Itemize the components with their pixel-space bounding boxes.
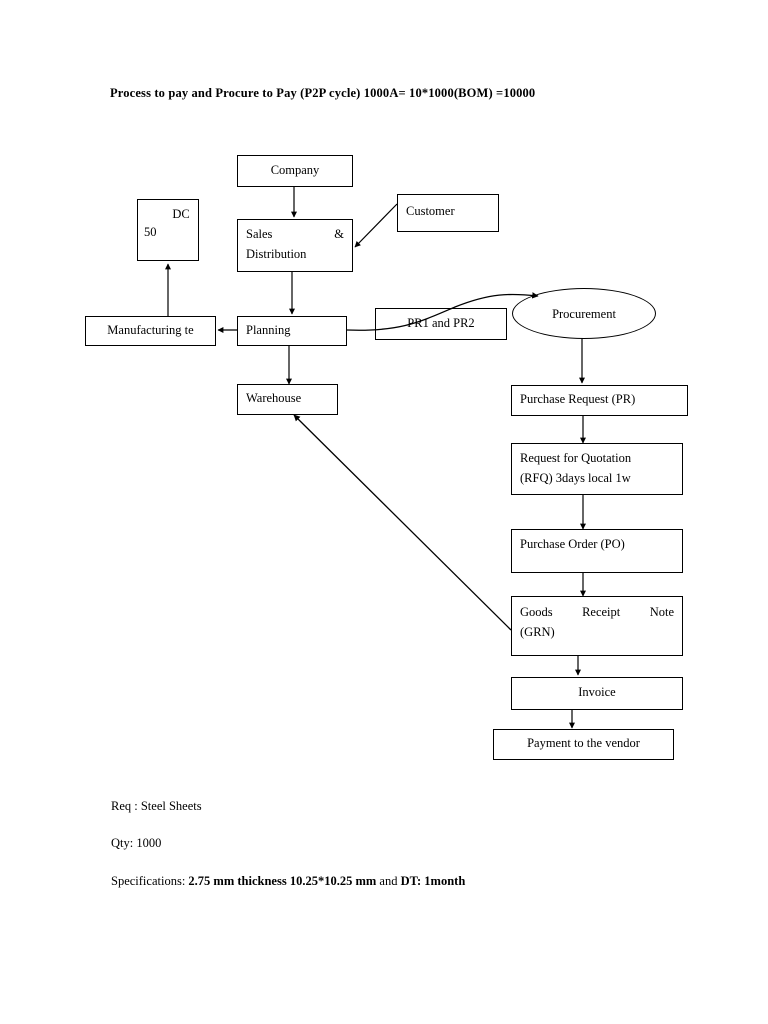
footer-requirement: Req : Steel Sheets <box>111 799 202 813</box>
node-customer-label: Customer <box>406 204 455 218</box>
node-rfq-label-line1: Request for Quotation <box>520 451 632 465</box>
node-pr1-pr2-label: PR1 and PR2 <box>407 316 475 330</box>
node-sales-label-ampersand: & <box>334 227 344 241</box>
node-pr1-pr2[interactable]: PR1 and PR2 <box>375 308 507 340</box>
page-title: Process to pay and Procure to Pay (P2P c… <box>110 86 536 100</box>
node-rfq[interactable]: Request for Quotation (RFQ) 3days local … <box>511 443 683 495</box>
node-company[interactable]: Company <box>237 155 353 187</box>
footer-specifications: Specifications: 2.75 mm thickness 10.25*… <box>111 872 465 890</box>
node-payment[interactable]: Payment to the vendor <box>493 729 674 760</box>
footer-spec-mid: and <box>376 874 401 888</box>
node-dc-label-line2: 50 <box>144 225 157 239</box>
node-dc[interactable]: DC 50 <box>137 199 199 261</box>
node-sales-label-line1: Sales <box>246 227 273 241</box>
node-invoice[interactable]: Invoice <box>511 677 683 710</box>
node-warehouse-label: Warehouse <box>246 391 302 405</box>
node-company-label: Company <box>270 163 320 177</box>
node-invoice-label: Invoice <box>578 685 616 699</box>
node-planning[interactable]: Planning <box>237 316 347 346</box>
footer-spec-bold-2: DT: 1month <box>400 874 466 888</box>
node-manufacturing[interactable]: Manufacturing te <box>85 316 216 346</box>
node-grn-label-goods: Goods <box>520 605 553 619</box>
node-procurement-label: Procurement <box>552 307 616 321</box>
footer-spec-prefix: Specifications: <box>111 874 189 888</box>
node-grn-label-line2: (GRN) <box>520 625 555 639</box>
node-dc-label-line1: DC <box>172 207 190 221</box>
edge-grn-to-warehouse <box>293 414 512 631</box>
node-warehouse[interactable]: Warehouse <box>237 384 338 415</box>
node-rfq-label-line2: (RFQ) 3days local 1w <box>520 471 631 485</box>
node-manufacturing-label: Manufacturing te <box>107 323 194 337</box>
edge-customer-to-sales <box>354 203 398 248</box>
node-grn-label-note: Note <box>649 605 674 619</box>
node-purchase-request[interactable]: Purchase Request (PR) <box>511 385 688 416</box>
node-sales-distribution[interactable]: Sales & Distribution <box>237 219 353 272</box>
node-payment-label: Payment to the vendor <box>527 736 640 750</box>
node-grn-label-receipt: Receipt <box>582 605 621 619</box>
node-procurement[interactable]: Procurement <box>512 288 656 339</box>
node-grn[interactable]: Goods Receipt Note (GRN) <box>511 596 683 656</box>
node-sales-label-line2: Distribution <box>246 247 307 261</box>
node-purchase-order-label: Purchase Order (PO) <box>520 537 625 551</box>
footer-qty: Qty: 1000 <box>111 836 162 850</box>
node-planning-label: Planning <box>246 323 291 337</box>
footer-spec-bold-1: 2.75 mm thickness 10.25*10.25 mm <box>188 874 377 888</box>
node-customer[interactable]: Customer <box>397 194 499 232</box>
node-purchase-request-label: Purchase Request (PR) <box>520 392 636 406</box>
node-purchase-order[interactable]: Purchase Order (PO) <box>511 529 683 573</box>
